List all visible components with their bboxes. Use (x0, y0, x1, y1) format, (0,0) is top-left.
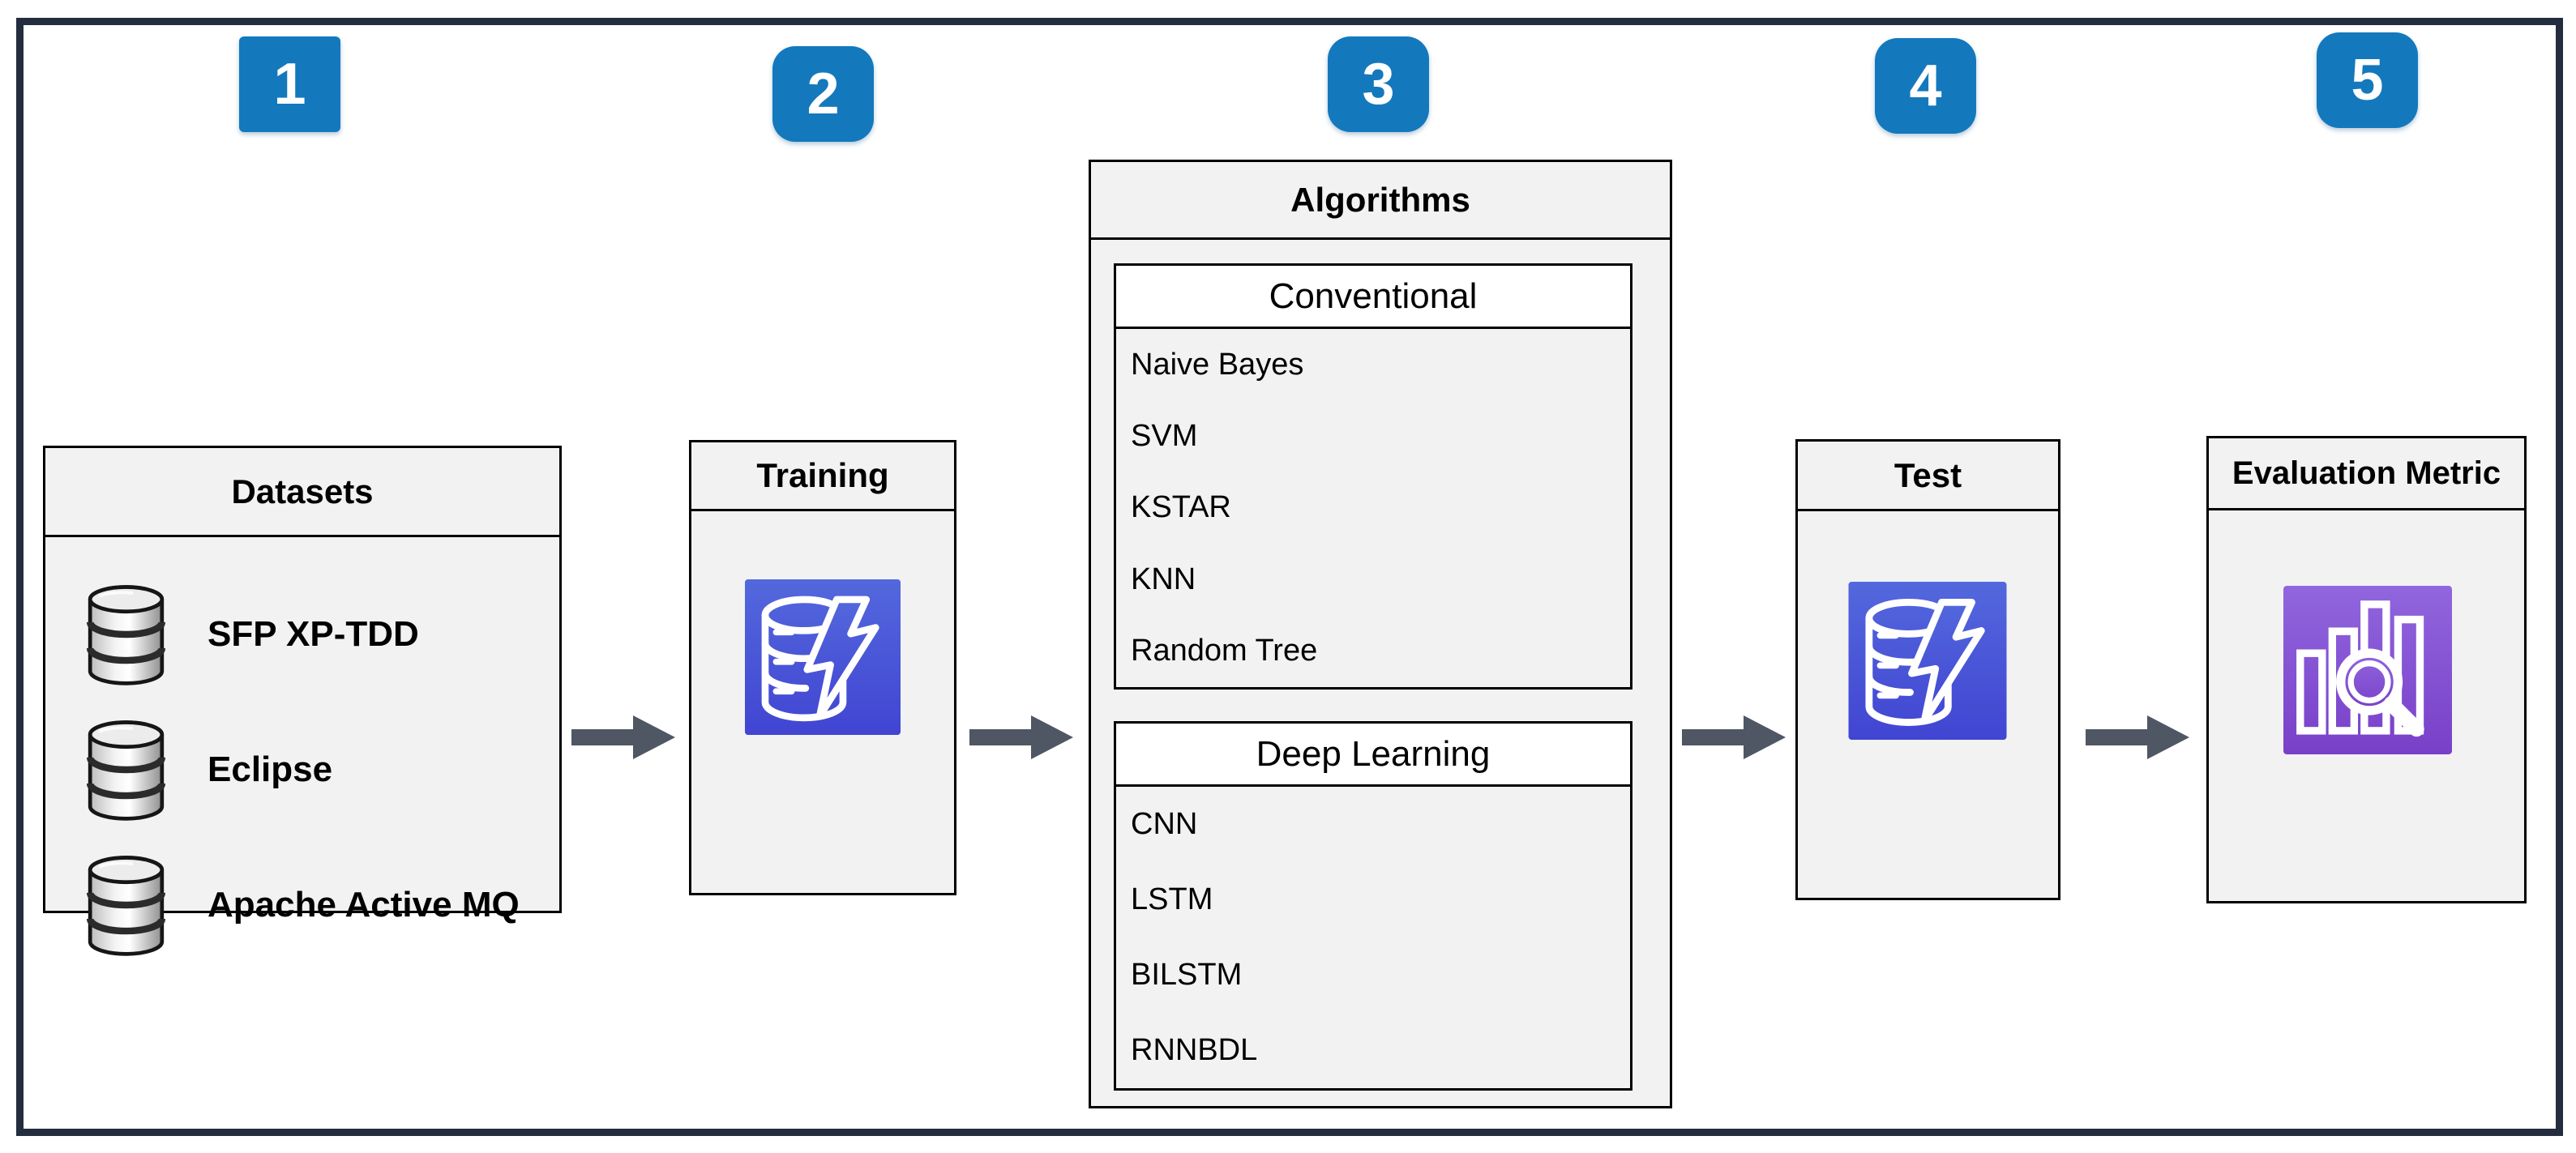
database-lightning-icon (736, 579, 909, 735)
conventional-title: Conventional (1116, 266, 1630, 329)
step-badge-4: 4 (1875, 38, 1976, 134)
arrow-right-icon (571, 715, 675, 759)
step-badge-2: 2 (772, 46, 874, 142)
metrics-magnifier-icon (2270, 586, 2465, 754)
database-icon (83, 716, 169, 823)
list-item: LSTM (1131, 882, 1213, 916)
step-badge-1: 1 (239, 36, 340, 132)
arrow-right-icon (2086, 715, 2189, 759)
datasets-title: Datasets (45, 448, 559, 537)
step-badge-5: 5 (2317, 32, 2418, 128)
algorithms-title: Algorithms (1091, 162, 1670, 240)
conventional-panel: Conventional Naive Bayes SVM KSTAR KNN R… (1114, 263, 1632, 690)
list-item: SVM (1131, 419, 1198, 454)
list-item: CNN (1131, 807, 1198, 841)
list-item: Apache Active MQ (83, 848, 559, 962)
algorithms-box: Algorithms Conventional Naive Bayes SVM … (1089, 160, 1672, 1108)
conventional-list: Naive Bayes SVM KSTAR KNN Random Tree (1116, 329, 1630, 687)
arrow-right-icon (1682, 715, 1786, 759)
test-title: Test (1798, 442, 2058, 511)
training-box: Training (689, 440, 956, 895)
dataset-label: Apache Active MQ (208, 885, 520, 925)
list-item: Eclipse (83, 713, 559, 826)
database-icon (83, 852, 169, 959)
deep-learning-panel: Deep Learning CNN LSTM BILSTM RNNBDL (1114, 721, 1632, 1091)
list-item: KNN (1131, 562, 1196, 596)
list-item: BILSTM (1131, 958, 1243, 992)
list-item: RNNBDL (1131, 1033, 1258, 1067)
training-title: Training (691, 442, 954, 511)
list-item: KSTAR (1131, 490, 1231, 525)
arrow-right-icon (969, 715, 1073, 759)
list-item: SFP XP-TDD (83, 578, 559, 691)
dataset-label: SFP XP-TDD (208, 614, 419, 654)
step-badge-3: 3 (1328, 36, 1429, 132)
test-box: Test (1795, 439, 2060, 900)
deep-learning-list: CNN LSTM BILSTM RNNBDL (1116, 787, 1630, 1088)
datasets-box: Datasets SFP XP-TDD Eclipse Apache Activ… (43, 446, 562, 913)
list-item: Naive Bayes (1131, 347, 1304, 382)
dataset-label: Eclipse (208, 749, 333, 789)
evaluation-title: Evaluation Metric (2209, 438, 2524, 510)
evaluation-box: Evaluation Metric (2206, 436, 2527, 903)
database-icon (83, 581, 169, 688)
datasets-list: SFP XP-TDD Eclipse Apache Active MQ (45, 537, 559, 962)
deep-learning-title: Deep Learning (1116, 724, 1630, 787)
database-lightning-icon (1841, 582, 2014, 740)
list-item: Random Tree (1131, 634, 1318, 668)
